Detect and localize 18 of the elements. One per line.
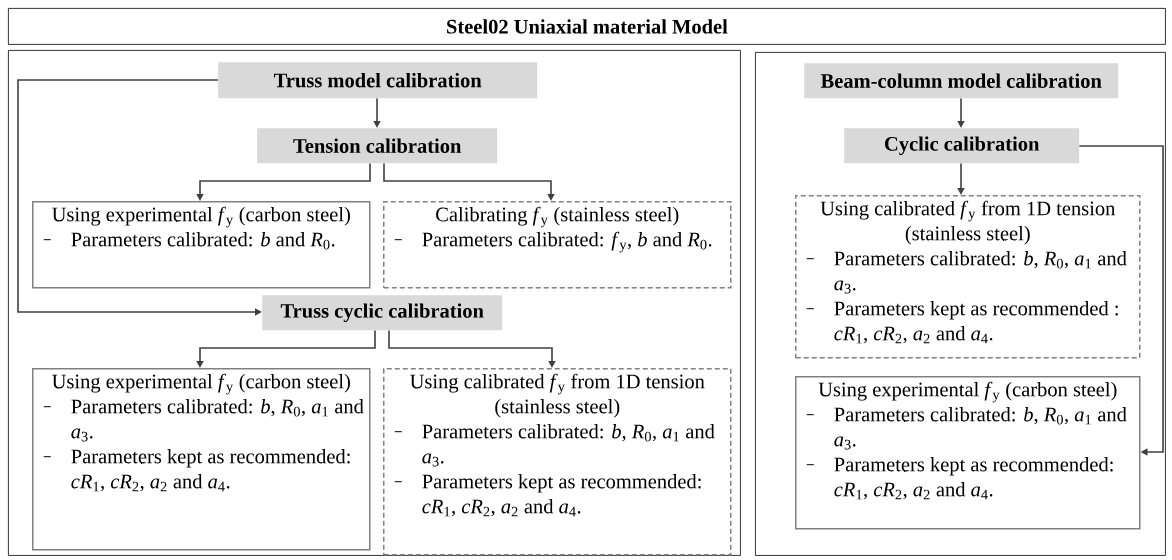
title-banner: Steel02 Uniaxial material Model <box>8 8 1166 45</box>
step-box: Truss model calibration <box>218 62 538 99</box>
arrow <box>388 329 556 368</box>
description-box: Using experimental f$_{y}$ (carbon steel) Parameters calibrated: b, R$_{0}$, a$_{1}$ and a$_{3}$. Parameters kept as recommended: cR$_{1}$, cR$_{2}$, a$_{2}$ and a$_{4}$. <box>32 368 371 551</box>
arrow <box>196 329 376 368</box>
step-box: Tension calibration <box>257 128 498 164</box>
step-box: Beam-column model calibration <box>804 63 1119 99</box>
description-box: Using calibrated f$_{y}$ from 1D tension (stainless steel) Parameters calibrated: b, R$_{0}$, a$_{1}$ and a$_{3}$. Parameters kept as recommended: cR$_{1}$, cR$_{2}$, a$_{2}$ and a$_{4}$. <box>383 368 732 556</box>
step-box: Cyclic calibration <box>844 128 1080 164</box>
description-box: Calibrating f$_{y}$ (stainless steel) Parameters calibrated: f$_{y}$, b and R$_{0}$. <box>383 201 732 289</box>
arrow <box>1078 145 1164 456</box>
step-box: Truss cyclic calibration <box>262 295 503 331</box>
arrow <box>17 79 262 316</box>
description-box: Using experimental f$_{y}$ (carbon steel) Parameters calibrated: b, R$_{0}$, a$_{1}$ and a$_{3}$. Parameters kept as recommended: cR$_{1}$, cR$_{2}$, a$_{2}$ and a$_{4}$. <box>795 376 1141 530</box>
description-box: Using experimental f$_{y}$ (carbon steel) Parameters calibrated: b and R$_{0}$. <box>32 201 371 289</box>
description-box: Using calibrated f$_{y}$ from 1D tension (stainless steel) Parameters calibrated: b, R$_{0}$, a$_{1}$ and a$_{3}$. Parameters kept as recommended : cR$_{1}$, cR$_{2}$, a$_{2}$ and a$_{4}$. <box>795 195 1141 359</box>
panel-frame <box>8 50 741 556</box>
panel-frame <box>755 52 1166 556</box>
